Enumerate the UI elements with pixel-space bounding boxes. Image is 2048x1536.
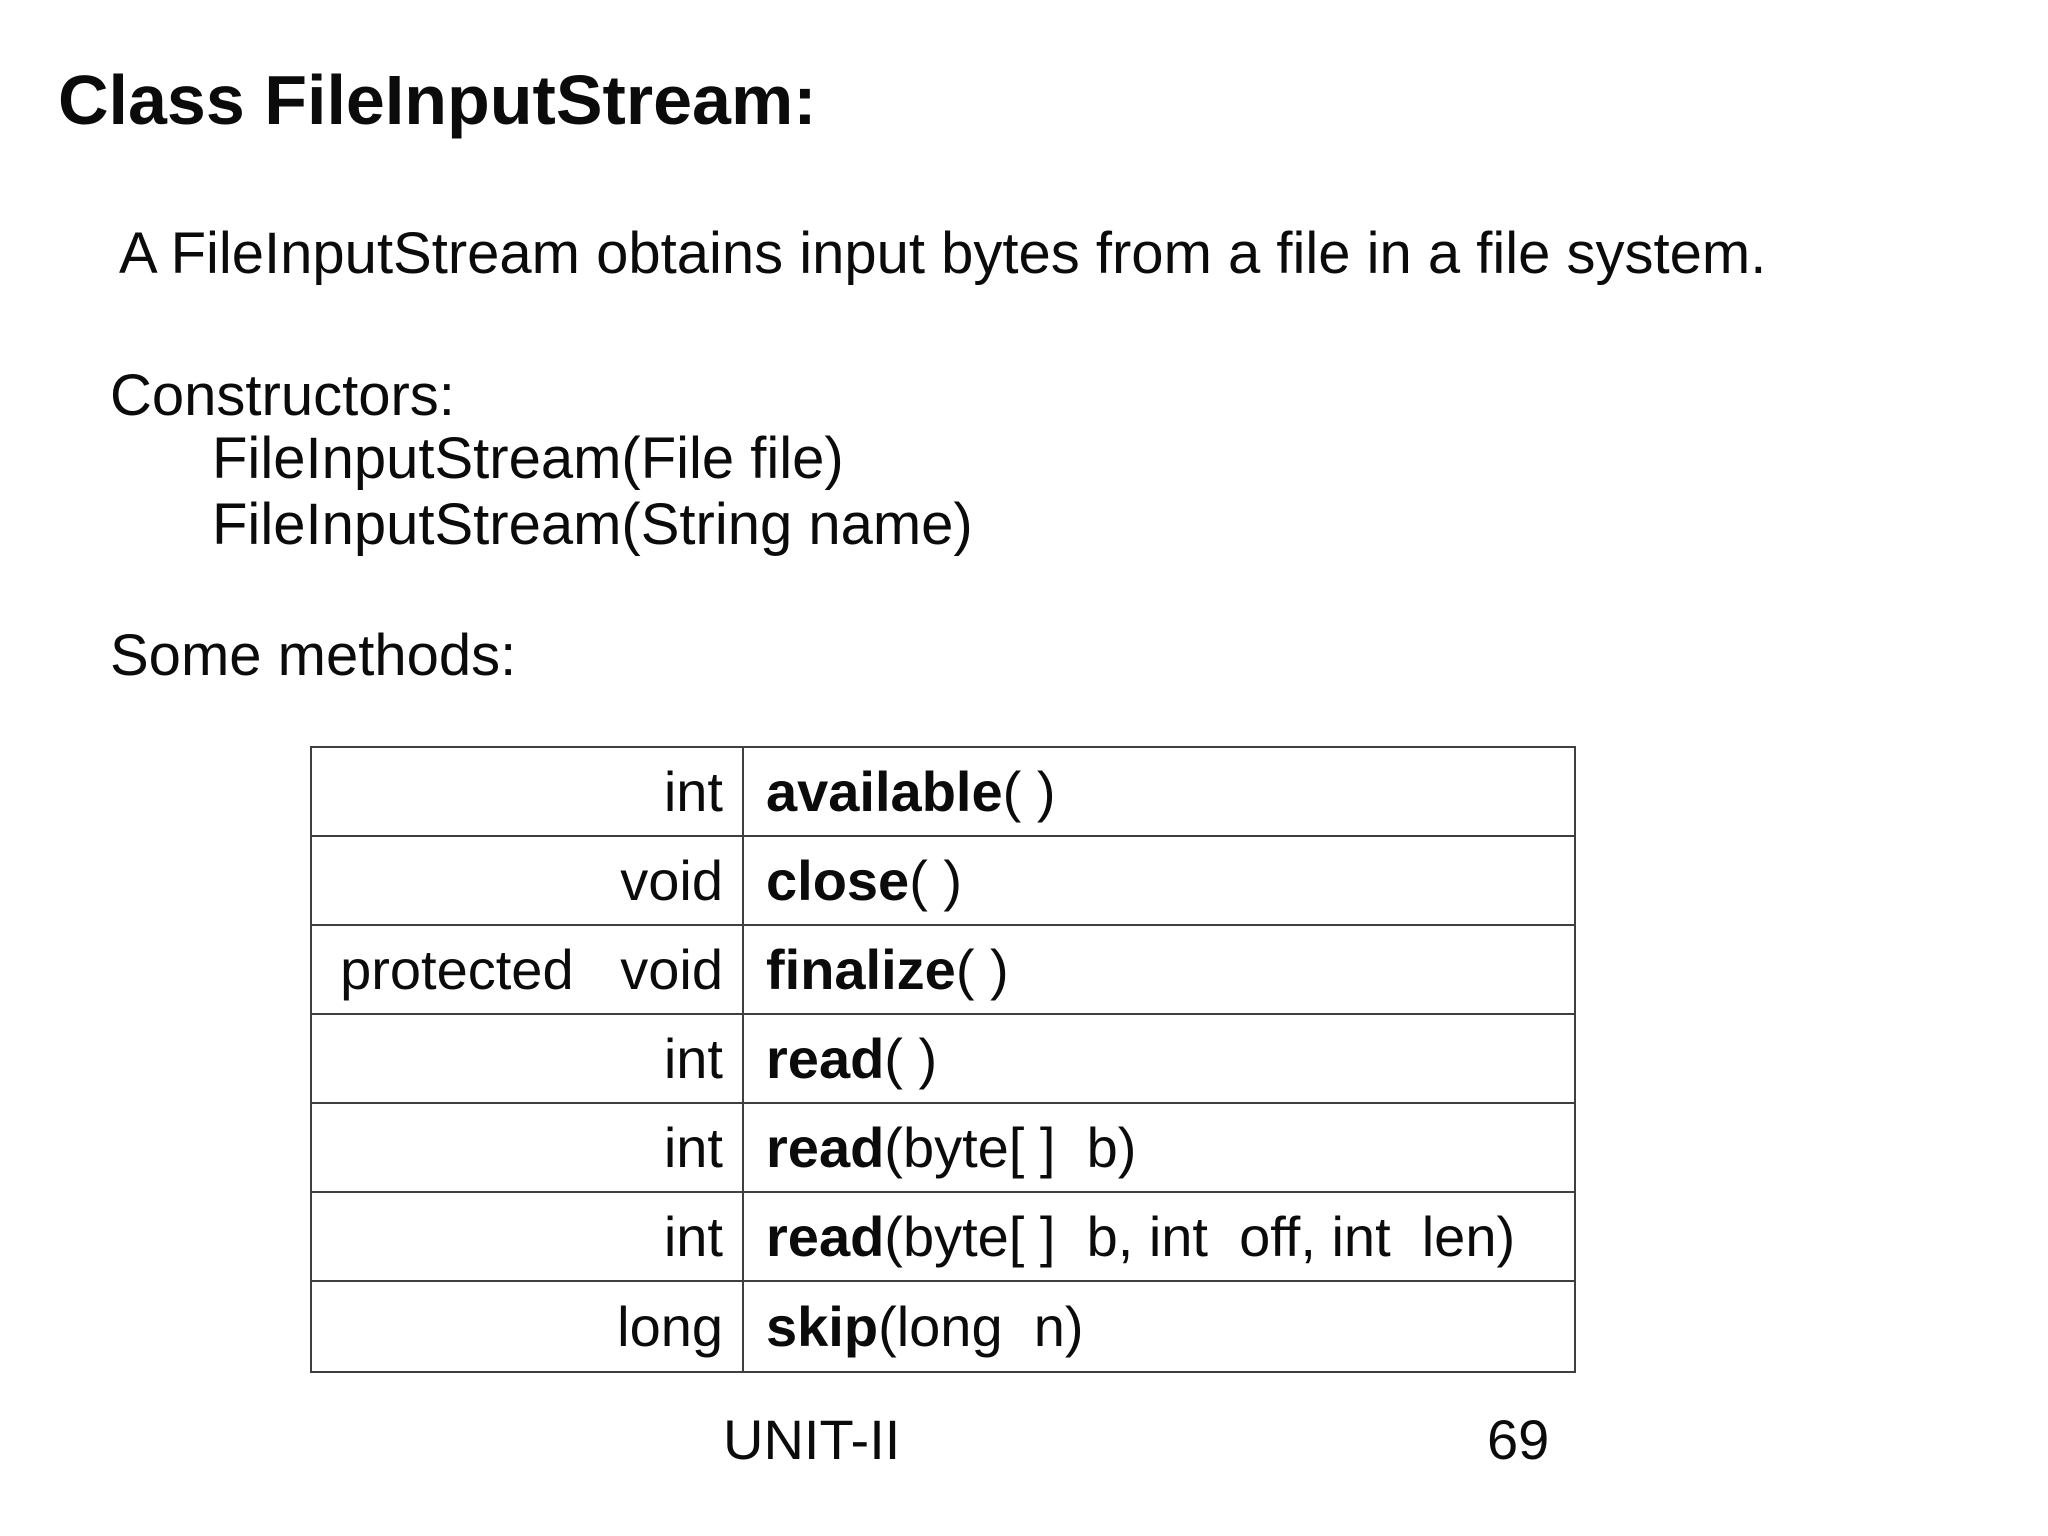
- method-name: read: [766, 1205, 885, 1268]
- table-row: int available( ): [312, 748, 1574, 837]
- method-name: read: [766, 1116, 885, 1179]
- footer-page-number: 69: [1487, 1408, 1550, 1471]
- return-type-cell: int: [312, 1193, 744, 1280]
- method-args: (byte[ ] b): [884, 1116, 1137, 1179]
- table-row: int read( ): [312, 1015, 1574, 1104]
- return-type-cell: int: [312, 1104, 744, 1191]
- method-args: (long n): [878, 1295, 1084, 1358]
- table-row: int read(byte[ ] b): [312, 1104, 1574, 1193]
- method-name: finalize: [766, 938, 956, 1001]
- return-type-cell: long: [312, 1282, 744, 1371]
- method-args: ( ): [909, 849, 963, 912]
- table-row: int read(byte[ ] b, int off, int len): [312, 1193, 1574, 1282]
- method-signature-cell: skip(long n): [744, 1282, 1574, 1371]
- method-name: close: [766, 849, 910, 912]
- table-row: long skip(long n): [312, 1282, 1574, 1371]
- table-row: void close( ): [312, 837, 1574, 926]
- method-name: read: [766, 1027, 885, 1090]
- method-name: skip: [766, 1295, 879, 1358]
- return-type-cell: int: [312, 748, 744, 835]
- method-signature-cell: read(byte[ ] b, int off, int len): [744, 1193, 1574, 1280]
- methods-table: int available( ) void close( ) protected…: [310, 746, 1576, 1373]
- constructor-item: FileInputStream(File file): [212, 426, 844, 491]
- method-signature-cell: available( ): [744, 748, 1574, 835]
- method-args: ( ): [955, 938, 1009, 1001]
- method-name: available: [766, 760, 1003, 823]
- method-signature-cell: read(byte[ ] b): [744, 1104, 1574, 1191]
- method-args: ( ): [1002, 760, 1056, 823]
- table-row: protected void finalize( ): [312, 926, 1574, 1015]
- method-signature-cell: close( ): [744, 837, 1574, 924]
- methods-heading: Some methods:: [110, 623, 517, 688]
- method-args: (byte[ ] b, int off, int len): [884, 1205, 1516, 1268]
- description-text: A FileInputStream obtains input bytes fr…: [119, 221, 1767, 286]
- constructors-heading: Constructors:: [110, 363, 455, 428]
- method-args: ( ): [884, 1027, 938, 1090]
- return-type-cell: void: [312, 837, 744, 924]
- page-title: Class FileInputStream:: [58, 61, 817, 139]
- method-signature-cell: finalize( ): [744, 926, 1574, 1013]
- return-type-cell: protected void: [312, 926, 744, 1013]
- return-type-cell: int: [312, 1015, 744, 1102]
- constructor-item: FileInputStream(String name): [212, 492, 973, 557]
- footer-unit-label: UNIT-II: [723, 1408, 901, 1471]
- method-signature-cell: read( ): [744, 1015, 1574, 1102]
